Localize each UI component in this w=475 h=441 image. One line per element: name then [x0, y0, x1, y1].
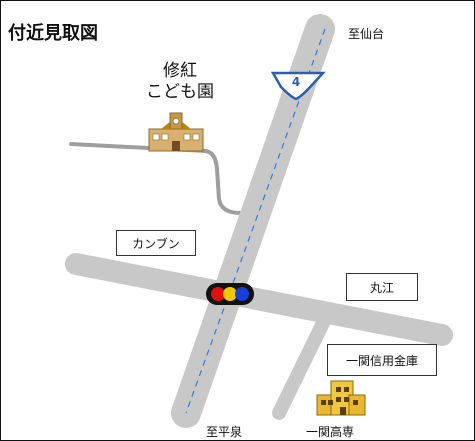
nursery-label: 修紅 こども園: [125, 61, 235, 103]
east-west-road: [65, 253, 453, 346]
route-number: 4: [292, 75, 300, 89]
marue-label: 丸江: [346, 273, 418, 301]
map-title: 付近見取図: [8, 23, 98, 44]
bank-label: 一関信用金庫: [327, 344, 437, 376]
nursery-name-line1: 修紅: [163, 61, 197, 81]
kanbun-label: カンブン: [116, 230, 196, 256]
direction-north: 至仙台: [348, 27, 385, 41]
school-building-icon: [148, 112, 204, 152]
side-road: [69, 142, 243, 215]
college-building-icon: [316, 380, 366, 416]
route-shield-icon: 4: [270, 71, 326, 101]
nursery-name-line2: こども園: [146, 82, 214, 102]
direction-south: 至平泉: [206, 425, 243, 439]
college-label: 一関高専: [306, 425, 355, 439]
college-road: [272, 316, 330, 420]
traffic-signal-icon: [206, 283, 254, 305]
